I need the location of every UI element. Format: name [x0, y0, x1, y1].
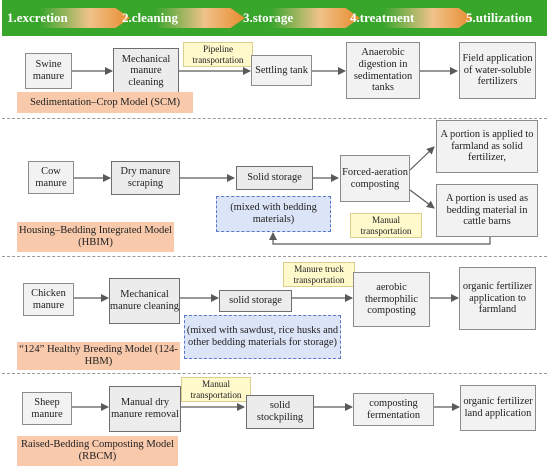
scm-cleaning-box: Mechanical manure cleaning — [113, 48, 179, 94]
stage-arrow — [383, 8, 473, 28]
stage-label-storage: 3.storage — [243, 10, 294, 25]
stage-label-cleaning: 2.cleaning — [122, 10, 178, 25]
hbm-excretion-box: Chicken manure — [23, 283, 74, 316]
scm-transport-note: Pipeline transportation — [183, 42, 253, 67]
section-divider — [2, 373, 547, 374]
hbm-bedding-note: (mixed with sawdust, rice husks and othe… — [184, 315, 341, 359]
scm-model-label: Sedimentation–Crop Model (SCM) — [17, 92, 193, 113]
stage-label-utilization: 5.utilization — [466, 10, 533, 25]
rbcm-cleaning-box: Manual dry manure removal — [109, 386, 181, 432]
connector-arrow — [409, 189, 435, 209]
stage-label-treatment: 4.treatment — [350, 10, 415, 25]
hbim-utilization-fertilizer-box: A portion is applied to farmland as soli… — [436, 120, 538, 173]
stage-arrow — [40, 8, 130, 28]
stage-arrow — [270, 8, 360, 28]
hbm-storage-box: solid storage — [219, 290, 292, 312]
stage-arrow — [155, 8, 245, 28]
hbm-cleaning-box: Mechanical manure cleaning — [109, 278, 180, 324]
hbim-excretion-box: Cow manure — [28, 161, 74, 194]
hbim-transport-note: Manual transportation — [350, 213, 422, 238]
stage-label-excretion: 1.excretion — [7, 10, 68, 25]
hbm-model-label: “124” Healthy Breeding Model (124-HBM) — [17, 342, 180, 370]
rbcm-storage-box: solid stockpiling — [246, 395, 314, 429]
hbm-treatment-box: aerobic thermophilic composting — [353, 272, 430, 327]
scm-excretion-box: Swine manure — [25, 53, 72, 89]
rbcm-transport-note: Manual transportation — [181, 377, 251, 402]
hbim-utilization-bedding-box: A portion is used as bedding material in… — [436, 184, 538, 237]
hbim-cleaning-box: Dry manure scraping — [111, 161, 180, 195]
hbim-bedding-note: (mixed with bedding materials) — [216, 196, 331, 232]
connector-arrow — [409, 146, 435, 171]
scm-storage-box: Settling tank — [251, 55, 312, 86]
feedback-arrow — [269, 232, 491, 245]
hbim-storage-box: Solid storage — [236, 166, 313, 190]
scm-utilization-box: Field application of water-soluble ferti… — [459, 42, 536, 99]
hbim-treatment-box: Forced-aeration composting — [340, 155, 410, 202]
scm-treatment-box: Anaerobic digestion in sedimentation tan… — [346, 42, 420, 99]
hbm-utilization-box: organic fertilizer application to farmla… — [459, 267, 536, 330]
rbcm-treatment-box: composting fermentation — [353, 393, 434, 426]
rbcm-excretion-box: Sheep manure — [22, 392, 72, 425]
rbcm-model-label: Raised-Bedding Composting Model (RBCM) — [17, 436, 178, 466]
section-divider — [2, 256, 547, 257]
rbcm-utilization-box: organic fertilizer land application — [460, 385, 536, 431]
hbm-transport-note: Manure truck transportation — [283, 262, 355, 287]
hbim-model-label: Housing–Bedding Integrated Model (HBIM) — [17, 222, 174, 252]
section-divider — [2, 118, 547, 119]
